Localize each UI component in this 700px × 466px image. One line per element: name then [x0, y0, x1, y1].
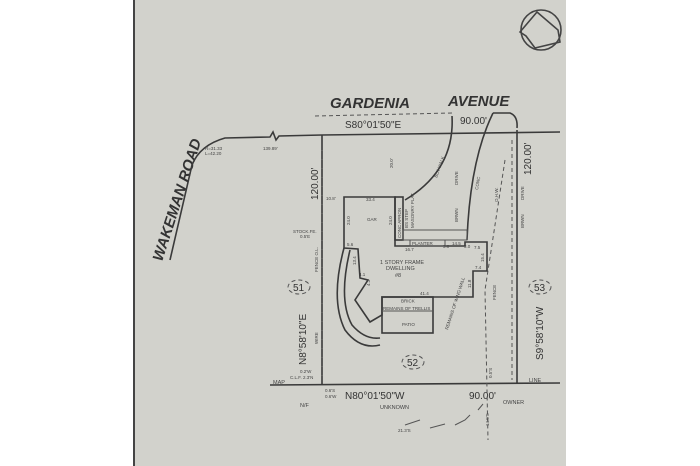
planter-label: PLANTER — [412, 241, 434, 246]
south-distance: 90.00' — [469, 391, 496, 402]
unknown-label: UNKNOWN — [380, 405, 409, 411]
masonry-label: MASONRY PLAT — [410, 193, 415, 228]
north-distance: 90.00' — [460, 116, 487, 127]
svg-text:24.0: 24.0 — [346, 216, 351, 225]
svg-text:4.1: 4.1 — [359, 272, 366, 277]
svg-text:15.4: 15.4 — [480, 253, 485, 262]
svg-text:51: 51 — [293, 283, 305, 294]
curve-length: L=42.20 — [205, 151, 222, 156]
fence-line — [484, 159, 506, 441]
frontage-distance: 139.89' — [263, 146, 278, 151]
driveway-mouth — [493, 112, 518, 129]
east-bearing: S9°58'10"W — [535, 306, 546, 360]
patio-label: PATIO — [402, 322, 415, 327]
site-labels: BLK WALK DRIVE CONC BRWN O.H.W. STOCK.FE… — [290, 156, 525, 433]
svg-text:7.5: 7.5 — [474, 245, 481, 250]
garage-label: GAR — [367, 217, 378, 222]
dwelling-outline — [336, 196, 488, 347]
svg-text:0.6'W: 0.6'W — [325, 394, 337, 399]
apron-label: CONC APRON — [397, 208, 402, 238]
svg-text:0.2'W: 0.2'W — [300, 369, 312, 374]
east-distance: 120.00' — [523, 142, 534, 175]
svg-text:FENCE: FENCE — [492, 285, 497, 300]
line-label: LINE — [529, 378, 542, 384]
dwelling-subtitle: DWELLING — [386, 266, 415, 272]
svg-text:14.5: 14.5 — [452, 241, 461, 246]
south-fence-segments — [404, 403, 484, 429]
svg-text:BRWN: BRWN — [520, 214, 525, 228]
west-distance: 120.00' — [310, 167, 321, 200]
dimension-labels: 20.0' 10.8' 33.4 24.0 24.0 16.7 3.0 14.5… — [326, 158, 485, 296]
svg-text:O.H.W.: O.H.W. — [494, 188, 499, 203]
svg-text:24.0: 24.0 — [388, 216, 393, 225]
walk-curve — [404, 115, 453, 201]
west-bearing: N8°58'10"E — [298, 314, 309, 365]
curve-radius: R=31.33 — [205, 146, 223, 151]
svg-text:7.4: 7.4 — [475, 265, 482, 270]
lot-53: 53 — [528, 279, 552, 295]
street-name-gardenia: GARDENIA — [330, 95, 410, 112]
svg-text:14.0'S: 14.0'S — [485, 413, 490, 426]
svg-text:41.4: 41.4 — [420, 291, 429, 296]
dwelling-title: 1 STORY FRAME — [380, 260, 424, 266]
road-frontage-line — [169, 130, 323, 261]
svg-text:DRIVE: DRIVE — [454, 171, 459, 185]
step-label: BS STEP — [404, 209, 409, 228]
svg-text:0.6'S: 0.6'S — [325, 388, 335, 393]
svg-text:STOCK.FE.: STOCK.FE. — [293, 229, 317, 234]
street-name-avenue: AVENUE — [447, 93, 510, 110]
south-bearing: N80°01'50"W — [345, 391, 405, 402]
svg-text:WIRE: WIRE — [314, 332, 319, 344]
svg-text:FENCE O.L.: FENCE O.L. — [314, 247, 319, 272]
svg-text:0.5'E: 0.5'E — [300, 234, 310, 239]
nf-label: N/F — [300, 403, 310, 409]
svg-text:11.8: 11.8 — [467, 279, 472, 288]
svg-text:33.4: 33.4 — [366, 197, 375, 202]
north-bearing: S80°01'50"E — [345, 120, 401, 131]
svg-text:21.3'S: 21.3'S — [398, 428, 411, 433]
house-number: #8 — [395, 273, 401, 279]
svg-text:3.0: 3.0 — [443, 244, 450, 249]
lot-51: 51 — [287, 279, 311, 295]
brick-label: BRICK — [401, 299, 415, 304]
property-boundary — [269, 130, 561, 386]
svg-text:CONC: CONC — [474, 176, 481, 191]
map-label: MAP — [273, 380, 285, 386]
svg-text:0.5'S: 0.5'S — [488, 368, 493, 378]
svg-text:BRWN: BRWN — [454, 208, 459, 222]
svg-text:3.0: 3.0 — [464, 244, 471, 249]
lot-52: 52 — [401, 354, 425, 370]
svg-text:5.6: 5.6 — [347, 242, 354, 247]
svg-text:53: 53 — [534, 283, 546, 294]
svg-text:C.L.F. 2.3'N: C.L.F. 2.3'N — [290, 375, 313, 380]
svg-text:13.4: 13.4 — [352, 256, 357, 265]
svg-text:16.7: 16.7 — [405, 247, 414, 252]
svg-text:20.0': 20.0' — [389, 158, 394, 168]
house-icon — [518, 9, 562, 51]
trellis-label: REMAINS OF TRELLIS — [383, 306, 430, 311]
svg-text:4.3: 4.3 — [366, 279, 371, 286]
street-line — [314, 112, 453, 117]
svg-text:10.8': 10.8' — [326, 196, 336, 201]
svg-text:DRIVE: DRIVE — [520, 186, 525, 200]
driveway-edge — [466, 112, 494, 241]
owner-label: OWNER — [503, 400, 524, 406]
svg-text:52: 52 — [407, 358, 419, 369]
